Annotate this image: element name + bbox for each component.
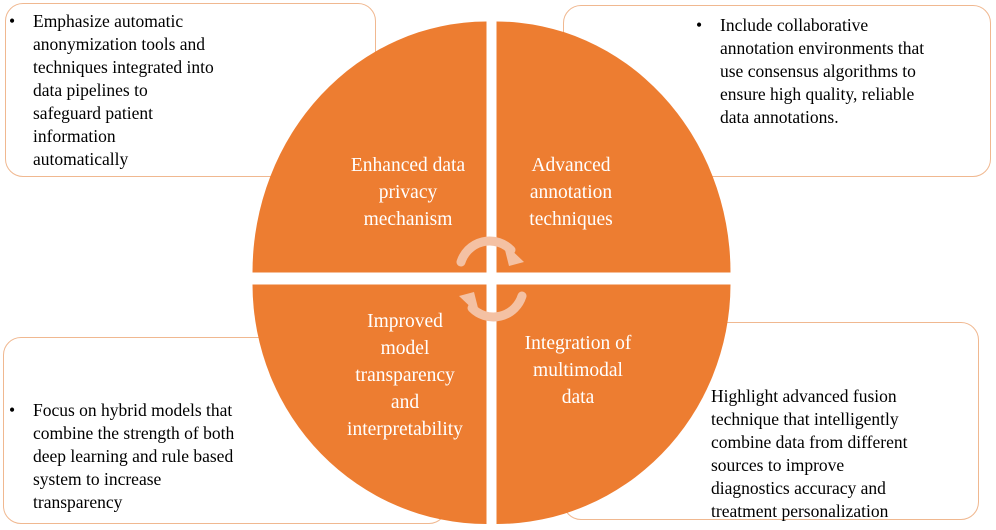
quadrant-label-line: annotation	[529, 182, 613, 203]
quadrant-label-line: techniques	[529, 209, 613, 230]
quadrant-label-line: Improved	[367, 311, 443, 332]
quadrant-label-line: mechanism	[363, 209, 453, 230]
callout-line: sources to improve	[711, 455, 845, 475]
callout-line: automatically	[33, 149, 129, 169]
quadrant-label-transparency: Improved model transparency and interpre…	[320, 308, 490, 443]
quadrant-label-line: and	[390, 392, 420, 413]
callout-line: transparency	[33, 492, 123, 512]
quadrant-label-line: multimodal	[533, 360, 623, 381]
callout-line: techniques integrated into	[33, 57, 214, 77]
callout-line: anonymization tools and	[33, 34, 206, 54]
callout-line: combine data from different	[711, 432, 908, 452]
quadrant-label-line: transparency	[355, 365, 455, 386]
callout-line: combine the strength of both	[33, 423, 235, 443]
callout-text-annotation: • Include collaborative annotation envir…	[696, 14, 925, 129]
callout-line: Highlight advanced fusion	[711, 386, 897, 406]
circular-arrows-icon	[456, 236, 527, 322]
callout-line: Include collaborative	[720, 15, 869, 35]
callout-text-transparency: • Focus on hybrid models that combine th…	[9, 399, 235, 514]
quadrant-label-line: model	[380, 338, 430, 359]
bullet-marker: •	[9, 11, 16, 31]
quadrant-bottom-left	[252, 284, 487, 524]
quadrant-bottom-right	[496, 284, 731, 524]
callout-line: technique that intelligently	[711, 409, 899, 429]
callout-line: treatment personalization	[711, 501, 889, 521]
callout-line: diagnostics accuracy and	[711, 478, 886, 498]
callout-line: use consensus algorithms to	[720, 61, 916, 81]
callout-text-multimodal: Highlight advanced fusion technique that…	[711, 385, 907, 523]
quadrant-label-privacy: Enhanced data privacy mechanism	[318, 152, 498, 233]
quadrant-label-line: Integration of	[524, 333, 632, 354]
quadrant-label-annotation: Advanced annotation techniques	[496, 152, 646, 233]
callout-line: system to increase	[33, 469, 162, 489]
quadrant-label-line: data	[561, 387, 595, 408]
bullet-marker: •	[9, 400, 16, 420]
quadrant-label-line: interpretability	[347, 419, 463, 440]
callout-line: deep learning and rule based	[33, 446, 234, 466]
callout-line: safeguard patient	[33, 103, 154, 123]
callout-line: ensure high quality, reliable	[720, 84, 915, 104]
callout-line: data pipelines to	[33, 80, 148, 100]
quadrant-label-line: Advanced	[531, 155, 611, 176]
callout-line: annotation environments that	[720, 38, 925, 58]
callout-line: Emphasize automatic	[33, 11, 184, 31]
callout-line: Focus on hybrid models that	[33, 400, 233, 420]
quadrant-top-right	[496, 21, 731, 273]
quadrant-label-line: Enhanced data	[350, 155, 466, 176]
quadrant-label-multimodal: Integration of multimodal data	[488, 330, 668, 411]
callout-line: information	[33, 126, 116, 146]
callout-line: data annotations.	[720, 107, 839, 127]
quadrant-label-line: privacy	[378, 182, 438, 203]
callout-text-privacy: • Emphasize automatic anonymization tool…	[9, 10, 214, 171]
bullet-marker: •	[696, 15, 703, 35]
quadrant-top-left	[252, 21, 487, 273]
